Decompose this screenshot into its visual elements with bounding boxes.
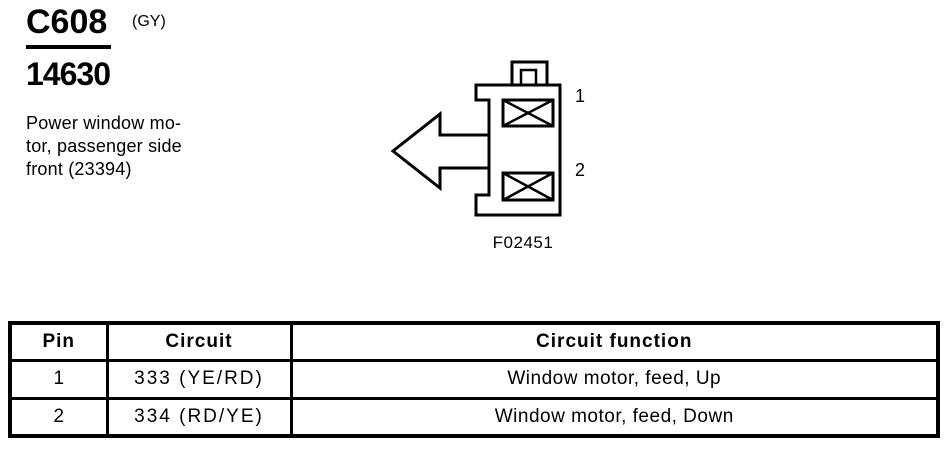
connector-description: Power window mo- tor, passenger side fro… <box>26 112 182 181</box>
table-row-pin-1: 1 333 (YE/RD) Window motor, feed, Up <box>8 358 940 400</box>
cell-circuit-function: Window motor, feed, Down <box>289 396 940 438</box>
figure-caption: F02451 <box>492 233 554 252</box>
pin-2-cavity-cross <box>502 171 554 202</box>
description-line-1: Power window mo- <box>26 113 182 133</box>
cell-pin: 1 <box>8 358 109 400</box>
connector-id-underline <box>26 45 111 49</box>
col-header-circuit-function: Circuit function <box>289 321 940 362</box>
pin-1-cavity <box>501 98 555 128</box>
table-row-pin-2: 2 334 (RD/YE) Window motor, feed, Down <box>8 396 940 438</box>
pin-1-number-label: 1 <box>575 86 586 106</box>
cell-circuit: 333 (YE/RD) <box>105 358 293 400</box>
col-header-pin: Pin <box>8 321 109 362</box>
cell-circuit-function: Window motor, feed, Up <box>289 358 940 400</box>
connector-diagram <box>390 60 562 217</box>
description-line-2: tor, passenger side <box>26 136 182 156</box>
col-header-circuit: Circuit <box>105 321 293 362</box>
pin-2-number-label: 2 <box>575 160 586 180</box>
cell-circuit: 334 (RD/YE) <box>105 396 293 438</box>
pin-1-cavity-cross <box>502 98 554 128</box>
cell-pin: 2 <box>8 396 109 438</box>
connector-id: C608 <box>26 3 108 41</box>
latch-tab-icon <box>510 60 549 85</box>
part-number: 14630 <box>26 56 111 92</box>
latch-tab-inner <box>519 68 538 85</box>
description-line-3: front (23394) <box>26 159 132 179</box>
table-header-row: Pin Circuit Circuit function <box>8 321 940 362</box>
connector-color-code: (GY) <box>132 13 166 30</box>
mating-direction-arrow-icon <box>390 110 491 192</box>
pinout-table: Pin Circuit Circuit function 1 333 (YE/R… <box>8 321 940 438</box>
pin-2-cavity <box>501 171 555 202</box>
